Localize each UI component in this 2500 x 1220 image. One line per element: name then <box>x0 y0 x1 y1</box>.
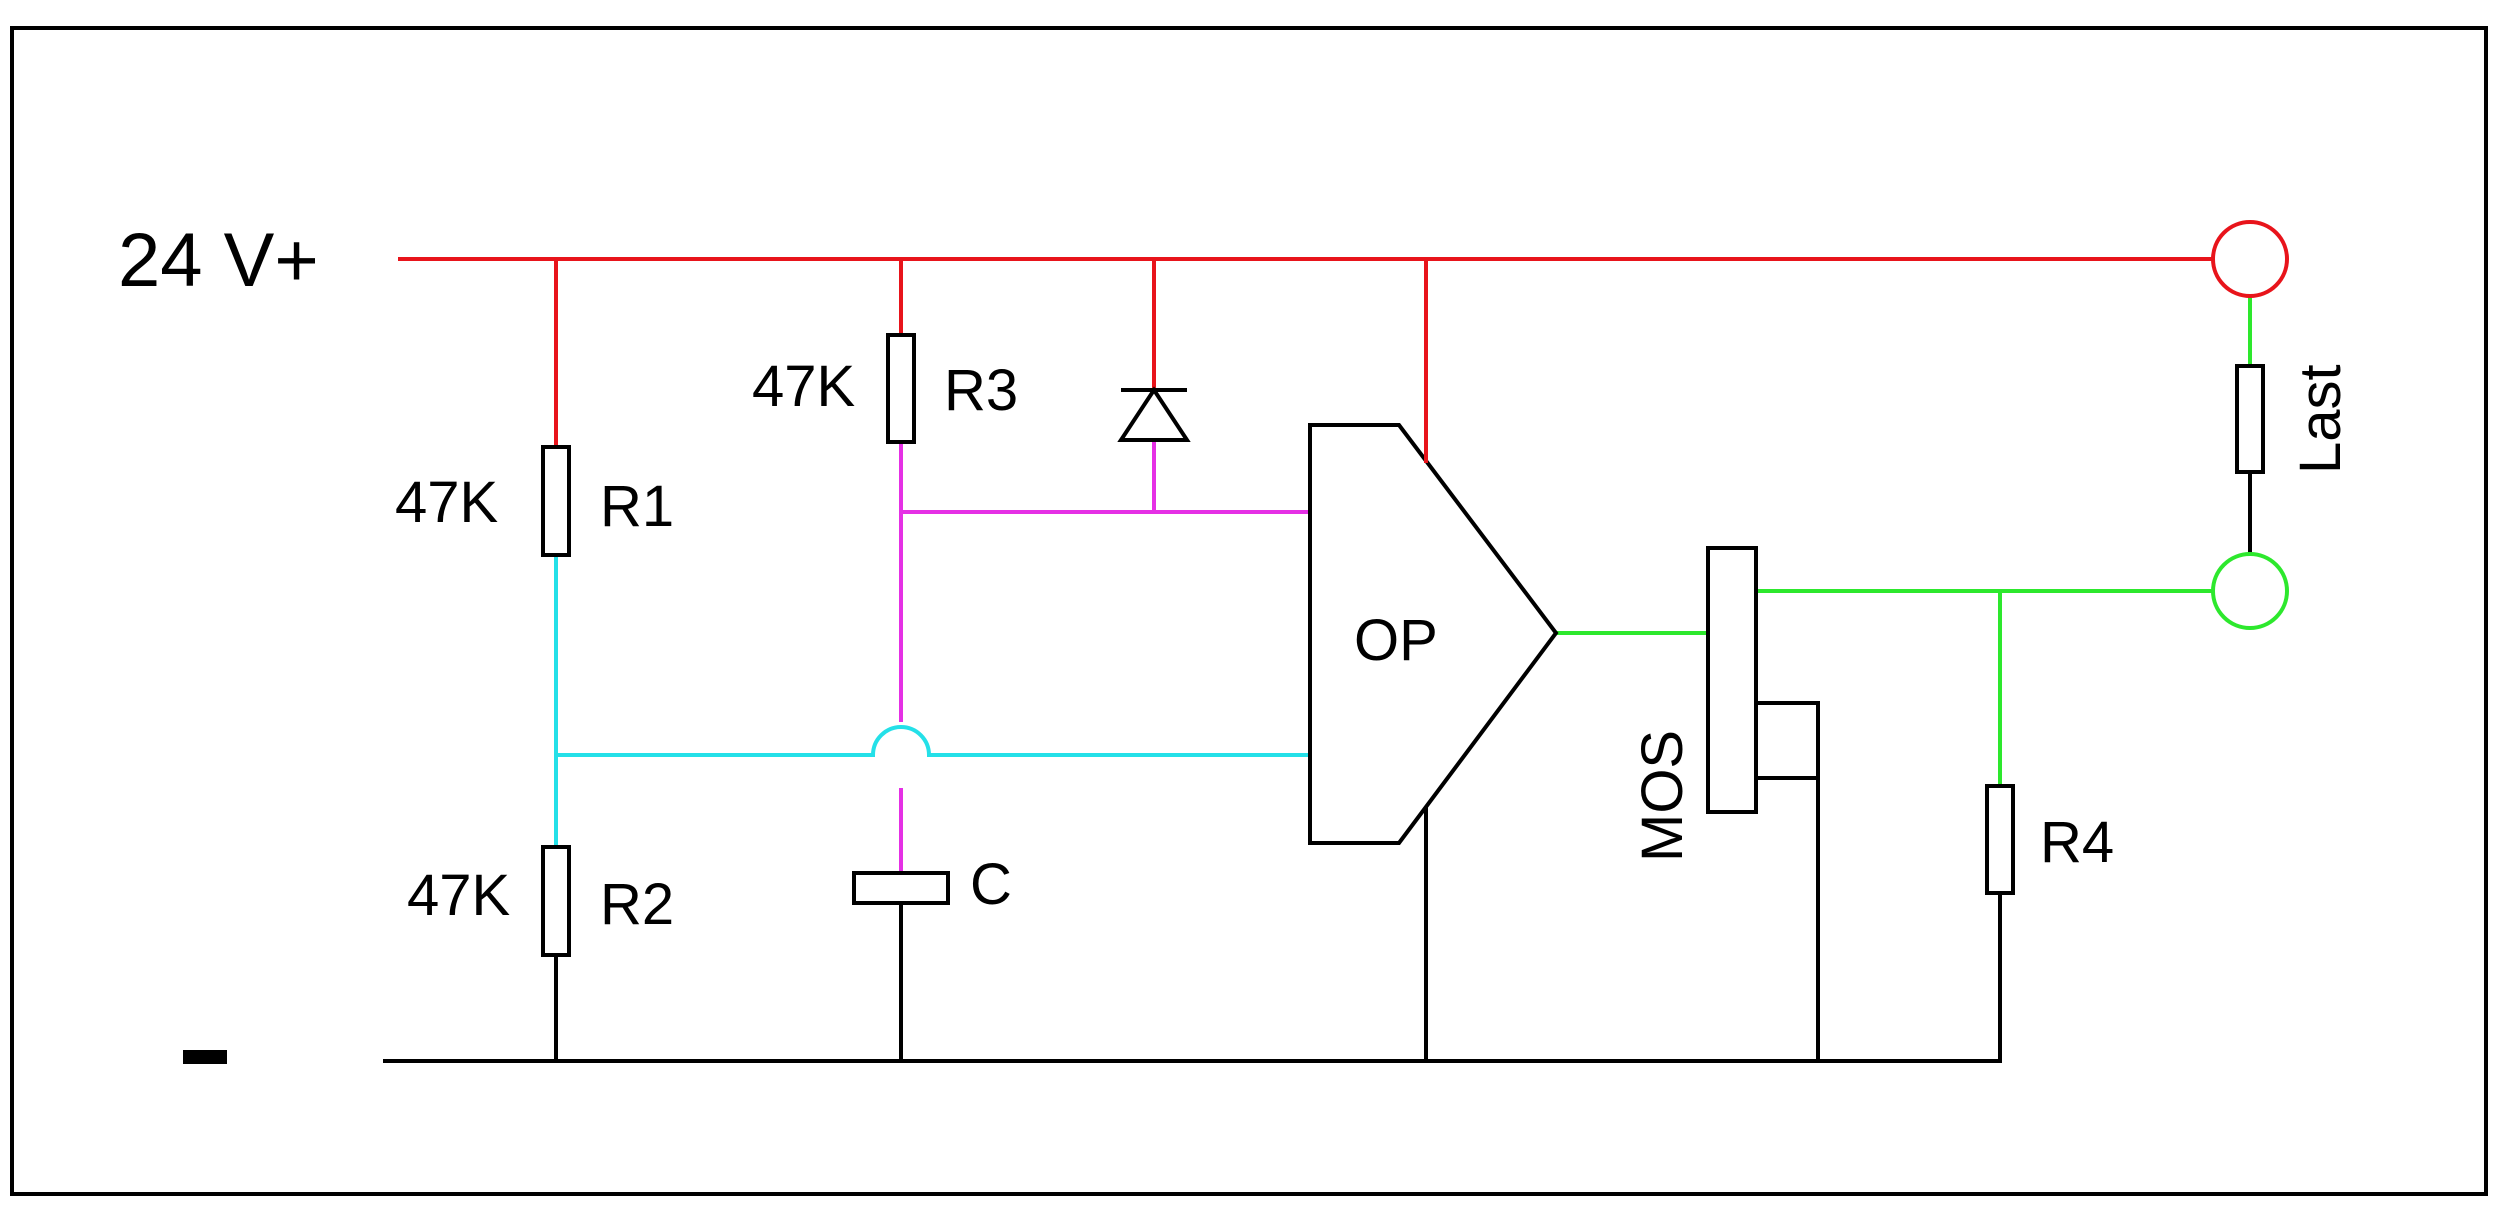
label-r4-name: R4 <box>2040 810 2114 875</box>
terminal-load-output <box>2211 552 2289 630</box>
resistor-r3 <box>886 333 916 444</box>
label-load: Last <box>2288 364 2353 474</box>
output-net-wires <box>1554 294 2252 788</box>
resistor-r4 <box>1985 784 2015 895</box>
resistor-r2 <box>541 845 571 957</box>
label-r2-name: R2 <box>600 872 674 937</box>
ground-wires <box>383 470 2252 1063</box>
label-mosfet: MOS <box>1630 730 1695 862</box>
label-r1-name: R1 <box>600 474 674 539</box>
load-resistor <box>2235 364 2265 474</box>
capacitor-c <box>852 870 950 905</box>
label-r3-name: R3 <box>944 358 1018 423</box>
label-r2-value: 47K <box>407 863 511 928</box>
label-capacitor: C <box>970 852 1012 917</box>
reference-net-wires <box>899 438 1312 872</box>
label-supply-positive: 24 V+ <box>118 218 319 303</box>
divider-net-wires <box>554 553 1312 849</box>
terminal-positive <box>2211 220 2289 298</box>
label-opamp: OP <box>1354 608 1438 673</box>
label-r3-value: 47K <box>752 354 856 419</box>
resistor-r1 <box>541 445 571 557</box>
mosfet <box>1706 546 1758 814</box>
opamp <box>1308 423 1559 845</box>
label-r1-value: 47K <box>395 470 499 535</box>
diagram-frame <box>10 26 2488 1196</box>
diode <box>1117 386 1191 442</box>
supply-rail-wires <box>398 257 2214 465</box>
label-supply-negative <box>183 1050 227 1064</box>
